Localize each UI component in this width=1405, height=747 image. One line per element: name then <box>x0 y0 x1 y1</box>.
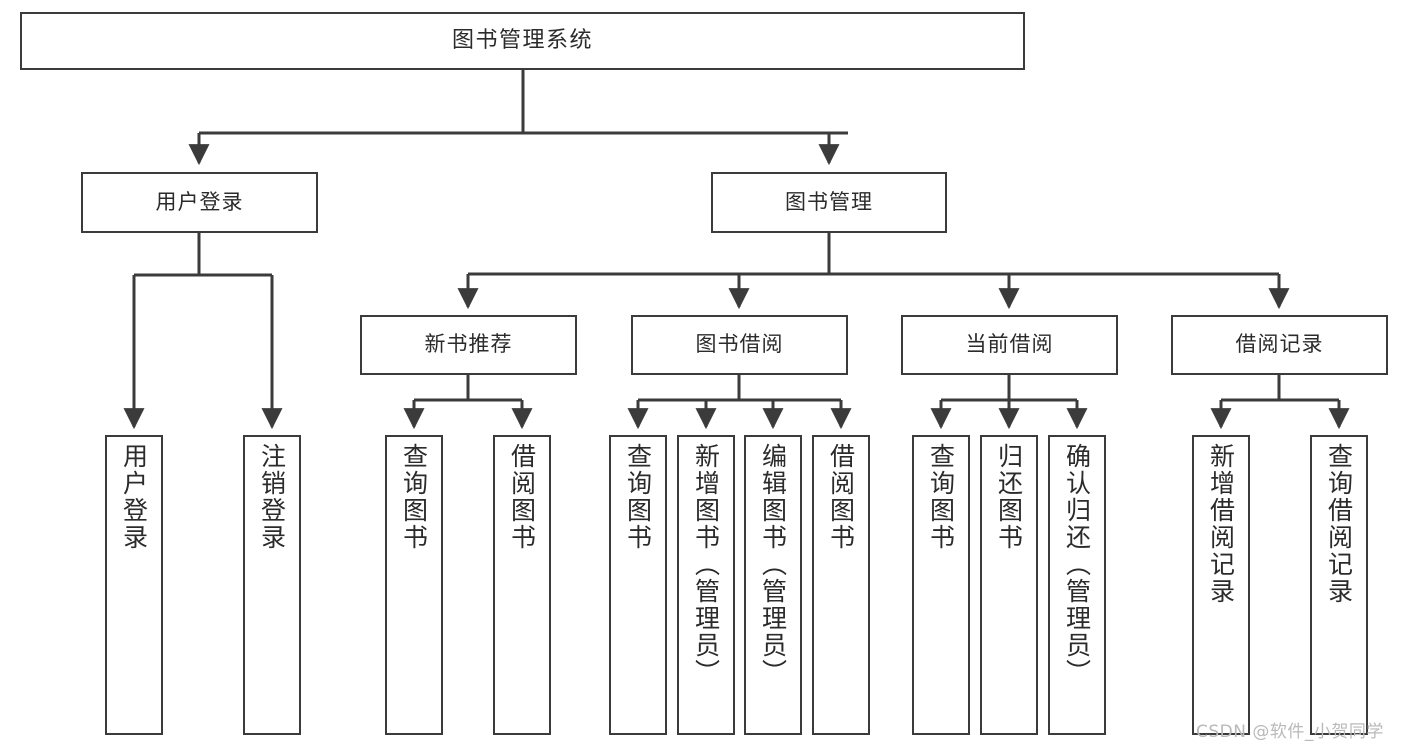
leaf-current-confirm-return[interactable]: 确认归还（管理员） <box>1048 435 1106 735</box>
leaf-user-login-signout[interactable]: 注销登录 <box>243 435 301 735</box>
leaf-borrow-add-book-label: 新增图书（管理员） <box>691 443 721 686</box>
leaf-borrow-edit-book[interactable]: 编辑图书（管理员） <box>744 435 802 735</box>
leaf-user-login-signout-label: 注销登录 <box>257 443 287 551</box>
leaf-borrow-add-book[interactable]: 新增图书（管理员） <box>677 435 735 735</box>
leaf-new-book-query[interactable]: 查询图书 <box>385 435 443 735</box>
csdn-watermark: CSDN @软件_小贺同学 <box>1196 722 1384 742</box>
node-borrow-record[interactable]: 借阅记录 <box>1171 315 1388 375</box>
node-user-login-label: 用户登录 <box>155 189 244 214</box>
node-current-borrow-label: 当前借阅 <box>965 332 1054 357</box>
leaf-record-add-label: 新增借阅记录 <box>1206 443 1236 605</box>
node-new-book-recommend-label: 新书推荐 <box>424 332 513 357</box>
node-user-login[interactable]: 用户登录 <box>81 172 318 233</box>
node-book-borrow[interactable]: 图书借阅 <box>631 315 848 375</box>
leaf-borrow-borrow-book[interactable]: 借阅图书 <box>812 435 870 735</box>
node-book-management[interactable]: 图书管理 <box>711 172 947 233</box>
leaf-borrow-query-book[interactable]: 查询图书 <box>609 435 667 735</box>
leaf-current-return-book[interactable]: 归还图书 <box>980 435 1038 735</box>
leaf-new-book-borrow[interactable]: 借阅图书 <box>493 435 551 735</box>
leaf-new-book-borrow-label: 借阅图书 <box>507 443 537 551</box>
node-book-management-label: 图书管理 <box>785 189 873 214</box>
node-new-book-recommend[interactable]: 新书推荐 <box>360 315 577 375</box>
leaf-current-query-book-label: 查询图书 <box>926 443 956 551</box>
node-root-label: 图书管理系统 <box>451 27 593 53</box>
leaf-record-query-label: 查询借阅记录 <box>1324 443 1354 605</box>
leaf-borrow-borrow-book-label: 借阅图书 <box>826 443 856 551</box>
leaf-record-query[interactable]: 查询借阅记录 <box>1310 435 1368 735</box>
leaf-user-login-signin[interactable]: 用户登录 <box>105 435 163 735</box>
leaf-record-add[interactable]: 新增借阅记录 <box>1192 435 1250 735</box>
leaf-current-confirm-return-label: 确认归还（管理员） <box>1062 443 1092 686</box>
leaf-new-book-query-label: 查询图书 <box>399 443 429 551</box>
node-root[interactable]: 图书管理系统 <box>20 12 1025 70</box>
node-current-borrow[interactable]: 当前借阅 <box>901 315 1118 375</box>
node-borrow-record-label: 借阅记录 <box>1235 332 1324 357</box>
leaf-borrow-query-book-label: 查询图书 <box>623 443 653 551</box>
leaf-current-query-book[interactable]: 查询图书 <box>912 435 970 735</box>
node-book-borrow-label: 图书借阅 <box>695 332 784 357</box>
leaf-borrow-edit-book-label: 编辑图书（管理员） <box>758 443 788 686</box>
leaf-current-return-book-label: 归还图书 <box>994 443 1024 551</box>
leaf-user-login-signin-label: 用户登录 <box>119 443 149 551</box>
